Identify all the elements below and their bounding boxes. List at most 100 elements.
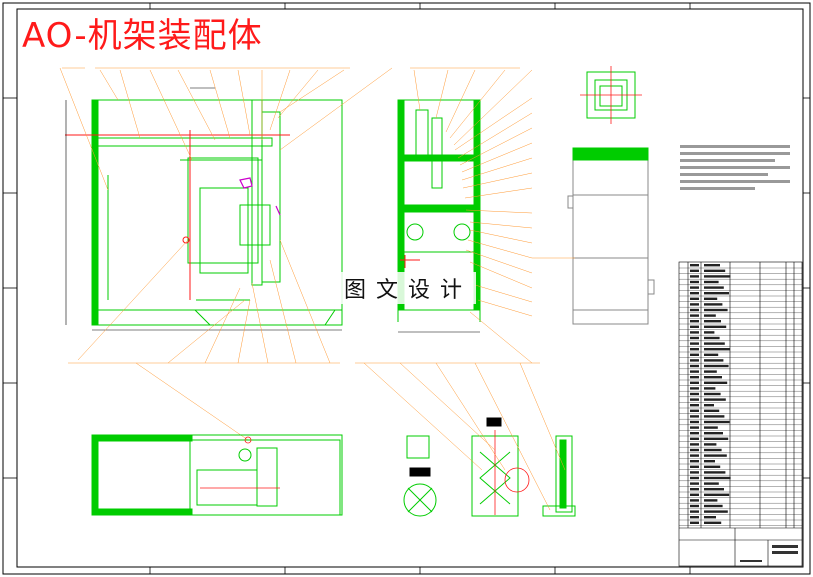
parts-list-cell-fill — [704, 269, 726, 272]
parts-list-cell-fill — [704, 471, 726, 474]
parts-list-cell-fill — [690, 376, 699, 379]
parts-list-cell-fill — [690, 359, 699, 362]
parts-list-cell-fill — [690, 499, 699, 502]
parts-list-cell-fill — [690, 516, 699, 519]
title-block-fill — [740, 545, 798, 562]
parts-list-cell-fill — [690, 314, 699, 317]
parts-list-cell-fill — [704, 460, 715, 463]
parts-list-cell-fill — [690, 286, 699, 289]
parts-list-cell-fill — [704, 432, 723, 435]
parts-list-cell-fill — [704, 336, 720, 340]
plan-view-red — [200, 436, 280, 489]
parts-list-cell-fill — [690, 510, 699, 513]
parts-list-cell-fill — [704, 359, 724, 362]
right-elevation — [567, 147, 655, 325]
parts-list-cell-fill — [704, 504, 723, 508]
front-view-magenta — [239, 177, 281, 216]
plan-view — [91, 434, 343, 516]
parts-list-cell-fill — [690, 387, 699, 390]
parts-list-cell-fill — [690, 493, 699, 496]
parts-list-cell-fill — [704, 364, 729, 368]
front-view-redline — [65, 130, 290, 300]
parts-list-cell-fill — [704, 348, 730, 351]
parts-list-cell-fill — [704, 297, 718, 300]
drawing-title: AO-机架装配体 — [22, 16, 263, 56]
parts-list-cell-fill — [690, 409, 699, 412]
parts-list-cell-fill — [704, 482, 719, 485]
parts-list-cell-fill — [690, 331, 699, 334]
parts-list-cell-fill — [704, 280, 719, 284]
parts-list-rows — [679, 267, 802, 526]
parts-list-cell-fill — [704, 488, 724, 491]
parts-list-cell-fill — [690, 426, 699, 429]
parts-list-cell-fill — [704, 387, 716, 390]
parts-list-cell-fill — [690, 269, 699, 272]
parts-list-cell-fill — [704, 292, 729, 295]
parts-list-cell-fill — [704, 331, 715, 334]
parts-list-cell-fill — [690, 392, 699, 396]
parts-list-cell-fill — [690, 348, 699, 351]
parts-list-cell-fill — [690, 297, 699, 300]
parts-list-cell-fill — [690, 476, 699, 480]
parts-list-cell-fill — [704, 499, 718, 502]
technical-notes — [680, 145, 790, 190]
parts-list-cell-fill — [690, 353, 699, 356]
parts-list-cell-fill — [690, 504, 699, 508]
parts-list-cell-fill — [690, 437, 699, 440]
parts-list-cell-fill — [704, 286, 724, 289]
parts-list-cell-fill — [704, 426, 718, 429]
parts-list-cell-fill — [690, 370, 699, 373]
parts-list-cell-fill — [690, 275, 699, 278]
parts-list-cell-fill — [690, 471, 699, 474]
parts-list-text — [690, 264, 731, 524]
parts-list-cell-fill — [690, 448, 699, 452]
parts-list-cell-fill — [704, 275, 731, 278]
parts-list-cell-fill — [704, 465, 721, 468]
parts-list-cell-fill — [704, 353, 719, 356]
parts-list-cell-fill — [704, 420, 730, 424]
parts-list-cell-fill — [690, 325, 699, 328]
parts-list-cell-fill — [690, 264, 699, 267]
parts-list-cell-fill — [704, 521, 722, 524]
parts-list-cell-fill — [704, 308, 728, 312]
parts-list-cell-fill — [704, 415, 725, 418]
parts-list-cell-fill — [704, 314, 716, 317]
parts-list-cell-fill — [690, 465, 699, 468]
parts-list-cell-fill — [704, 342, 725, 345]
parts-list-cell-fill — [704, 454, 727, 457]
parts-list-cell-fill — [690, 280, 699, 284]
parts-list-cell-fill — [704, 320, 721, 323]
parts-list-cell-fill — [704, 510, 728, 513]
section-c — [542, 435, 576, 517]
parts-list-cell-fill — [690, 336, 699, 340]
parts-list-cell-fill — [704, 404, 714, 407]
section-a — [403, 435, 437, 517]
parts-list-cell-fill — [704, 448, 722, 452]
front-view-leaders — [59, 67, 393, 441]
parts-list-cell-fill — [704, 370, 717, 373]
parts-list-cell-fill — [690, 443, 699, 446]
parts-list-cell-fill — [690, 342, 699, 345]
parts-list-cell-fill — [704, 392, 721, 396]
front-view — [91, 99, 343, 326]
parts-list-cell-fill — [704, 443, 717, 446]
parts-list-cell-fill — [704, 376, 722, 379]
section-leaders — [355, 362, 566, 511]
parts-list-cell-fill — [690, 454, 699, 457]
parts-list-cell-fill — [690, 415, 699, 418]
parts-list-cell-fill — [690, 460, 699, 463]
parts-list-cell-fill — [704, 516, 716, 519]
parts-list-cell-fill — [690, 404, 699, 407]
parts-list — [678, 261, 803, 567]
zone-ticks — [3, 3, 810, 574]
parts-list-cell-fill — [690, 398, 699, 401]
section-b-red — [494, 430, 530, 515]
watermark-text: 图文设计 — [340, 272, 477, 304]
parts-list-cell-fill — [690, 488, 699, 491]
parts-list-cell-fill — [704, 381, 728, 384]
parts-list-cell-fill — [690, 364, 699, 368]
parts-list-cell-fill — [704, 325, 727, 328]
parts-list-cell-fill — [690, 381, 699, 384]
